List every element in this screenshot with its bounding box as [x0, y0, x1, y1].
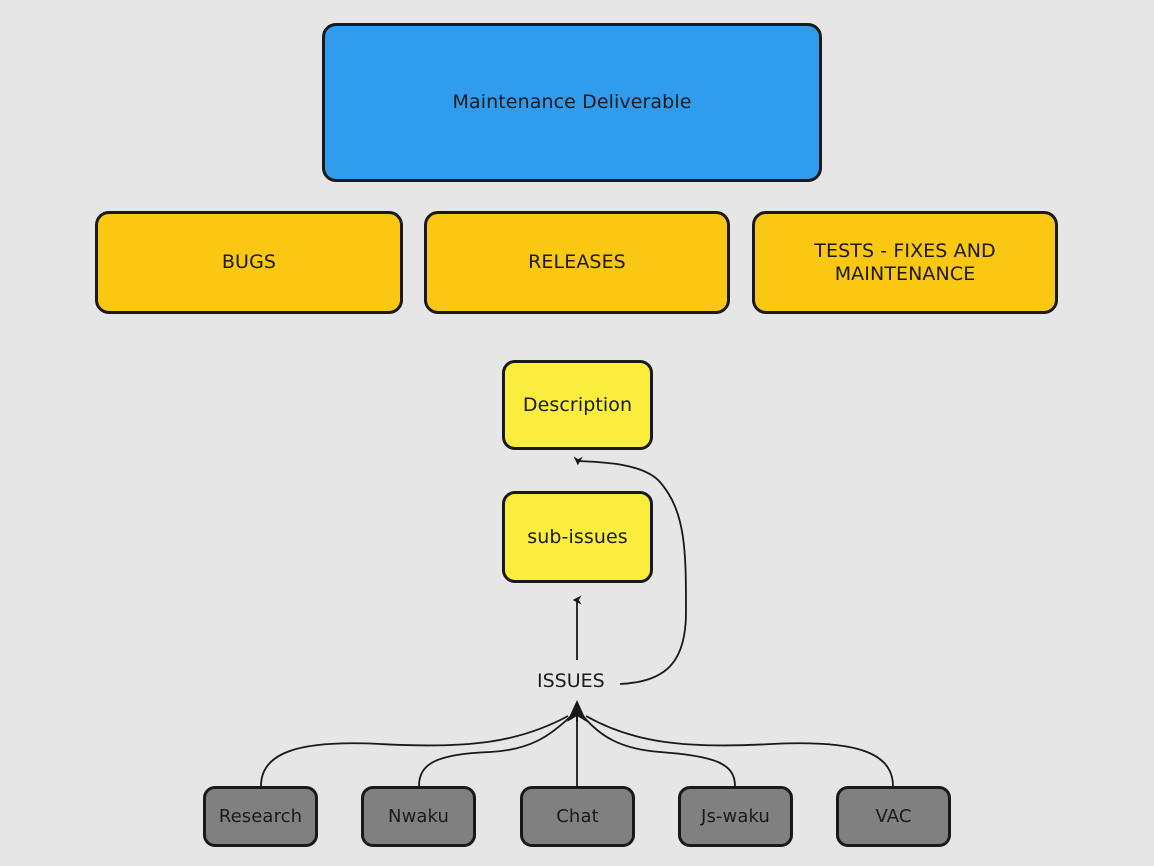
edge-research-to-issues — [260, 715, 569, 787]
node-label: VAC — [875, 805, 912, 827]
node-research[interactable]: Research — [203, 786, 318, 847]
node-label: TESTS - FIXES AND MAINTENANCE — [814, 240, 996, 285]
node-js-waku[interactable]: Js-waku — [678, 786, 793, 847]
node-label: Js-waku — [701, 805, 770, 827]
node-label: Research — [218, 805, 303, 827]
edge-js-waku-to-issues — [582, 715, 736, 787]
edge-label-issues: ISSUES — [537, 670, 605, 692]
node-maintenance-deliverable[interactable]: Maintenance Deliverable — [322, 23, 822, 182]
node-description[interactable]: Description — [502, 360, 653, 450]
node-chat[interactable]: Chat — [520, 786, 635, 847]
node-label: Nwaku — [388, 805, 449, 827]
node-label: Maintenance Deliverable — [452, 91, 692, 114]
node-releases[interactable]: RELEASES — [424, 211, 730, 314]
edge-nwaku-to-issues — [418, 715, 572, 787]
node-label: BUGS — [221, 251, 277, 274]
edge-vac-to-issues — [585, 715, 894, 787]
node-nwaku[interactable]: Nwaku — [361, 786, 476, 847]
node-label: sub-issues — [527, 525, 628, 548]
node-sub-issues[interactable]: sub-issues — [502, 491, 653, 583]
node-label: Description — [522, 393, 633, 416]
node-label: RELEASES — [528, 251, 626, 274]
node-bugs[interactable]: BUGS — [95, 211, 403, 314]
node-tests-fixes-and-maintenance[interactable]: TESTS - FIXES AND MAINTENANCE — [752, 211, 1058, 314]
arrowhead-into-issues — [567, 700, 587, 722]
node-vac[interactable]: VAC — [836, 786, 951, 847]
node-label: Chat — [556, 805, 599, 827]
